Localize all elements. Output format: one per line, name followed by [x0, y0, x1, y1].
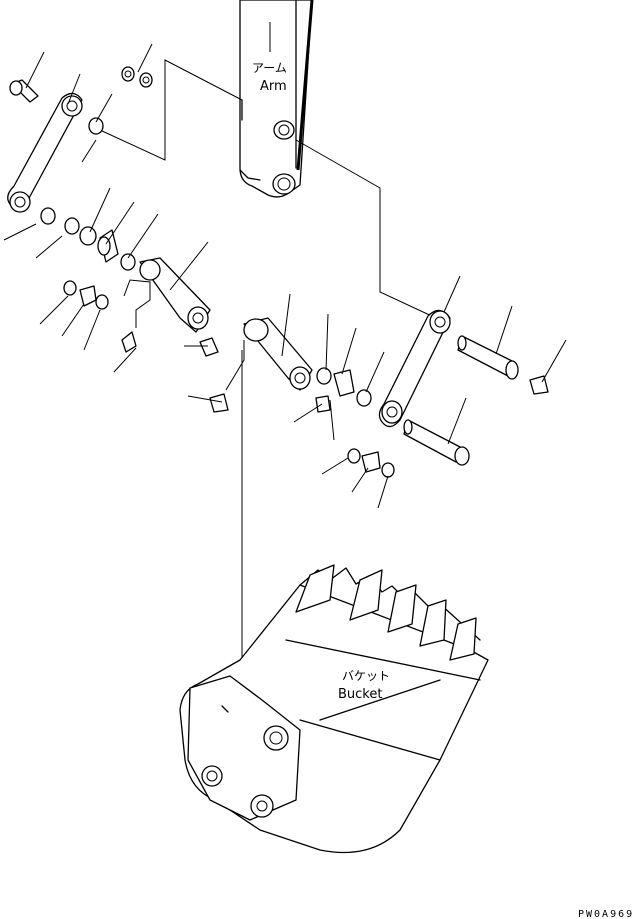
pin-lower: [403, 419, 470, 466]
grease-fitting-b: [199, 337, 219, 357]
arm-connector-line: [99, 59, 243, 161]
linkage-to-bucket-line-d: [329, 399, 335, 441]
nut-pair: [121, 66, 153, 88]
arm: アーム Arm: [239, 0, 314, 198]
pin-upper: [457, 335, 519, 380]
guide-link: [139, 257, 211, 333]
arm-label-en: Arm: [260, 79, 287, 94]
bucket-label-jp: バケット: [342, 669, 390, 683]
grease-fitting-d: [315, 395, 331, 413]
washer-top: [88, 117, 104, 135]
arm-to-link-line: [295, 139, 437, 319]
linkage-to-bucket-line-b: [225, 340, 245, 391]
right-bushings: [316, 367, 395, 478]
linkage-to-bucket-line-a: [123, 279, 151, 328]
grease-fitting-c: [209, 393, 229, 413]
left-bushings: [63, 280, 109, 310]
washer-row: [40, 207, 136, 271]
leader-lines: [3, 22, 567, 509]
pin-stop: [529, 375, 549, 395]
drawing-code: PW0A969: [578, 909, 634, 919]
arm-label-jp: アーム: [252, 61, 287, 75]
right-link: [378, 309, 451, 428]
grease-fitting-a: [121, 331, 137, 353]
bucket: バケット Bucket: [179, 564, 489, 854]
center-link: [243, 317, 313, 391]
left-link: [7, 92, 83, 213]
bucket-label-en: Bucket: [338, 687, 382, 702]
bolt: [9, 79, 39, 103]
